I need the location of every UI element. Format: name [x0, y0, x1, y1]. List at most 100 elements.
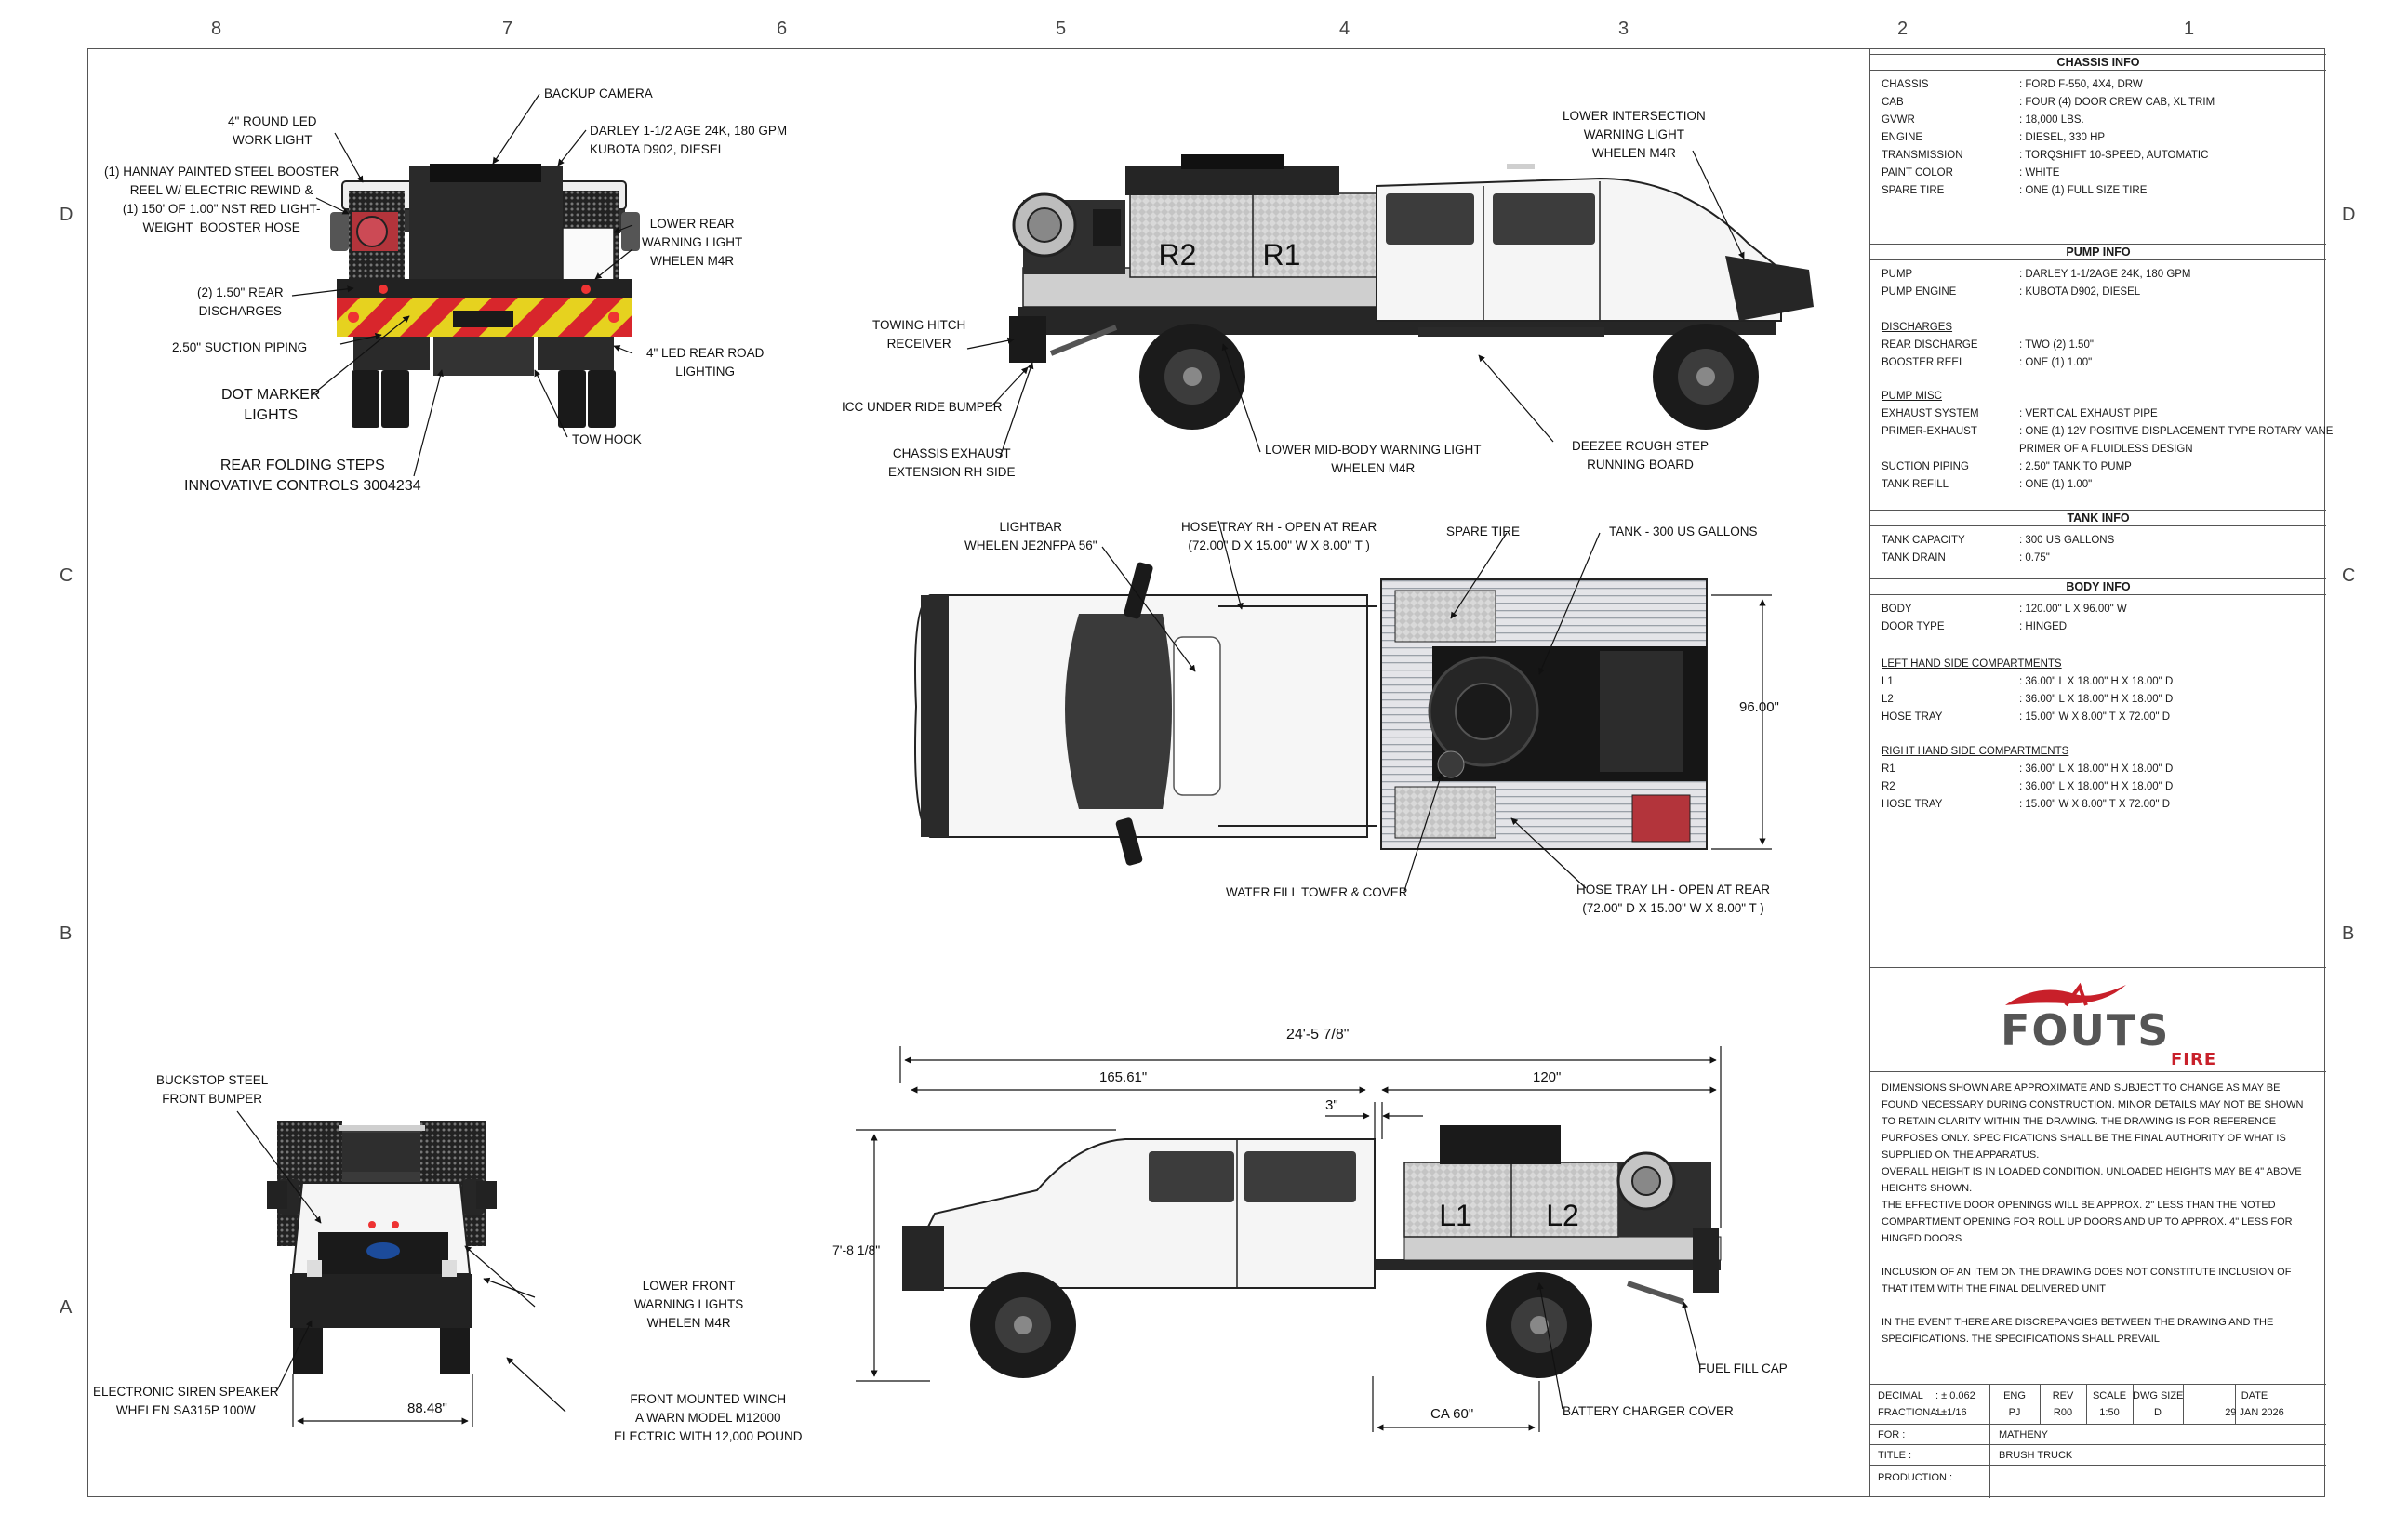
info-key: TANK CAPACITY [1882, 535, 1965, 546]
info-value: : TWO (2) 1.50" [2019, 339, 2094, 351]
title-block: DECIMAL : ± 0.062 FRACTIONAL : ±1/16 ENG… [1870, 1384, 2326, 1498]
label-winch: FRONT MOUNTED WINCH A WARN MODEL M12000 … [614, 1392, 803, 1443]
drawing-canvas: R2 R1 [236, 93, 1814, 1432]
rh-compartments-subheader: RIGHT HAND SIDE COMPARTMENTS [1882, 746, 2069, 757]
zone-marker-top: 3 [1618, 19, 1629, 39]
info-key: L1 [1882, 676, 1894, 687]
info-value: : TORQSHIFT 10-SPEED, AUTOMATIC [2019, 150, 2209, 161]
dwg-size-value: D [2154, 1407, 2162, 1418]
info-value: : ONE (1) 1.00" [2019, 357, 2093, 368]
info-key: PUMP ENGINE [1882, 286, 1957, 298]
svg-text:L2: L2 [1546, 1199, 1579, 1232]
zone-marker-left: C [60, 565, 73, 586]
label-fuel-fill: FUEL FILL CAP [1698, 1361, 1788, 1375]
info-row: SUCTION PIPING: 2.50" TANK TO PUMP [1882, 460, 2132, 473]
info-value: : 36.00" L X 18.00" H X 18.00" D [2019, 676, 2174, 687]
scale-value: 1:50 [2099, 1407, 2120, 1418]
info-row: CHASSIS : FORD F-550, 4X4, DRW [1882, 78, 2143, 91]
info-key: CAB [1882, 97, 1904, 108]
info-row: REAR DISCHARGE: TWO (2) 1.50" [1882, 339, 2094, 352]
lh-compartment-l2-text: L2 [1546, 1199, 1579, 1232]
label-tank: TANK - 300 US GALLONS [1609, 524, 1758, 538]
pump-misc-subheader: PUMP MISC [1882, 391, 1942, 402]
info-key: CHASSIS [1882, 79, 1929, 90]
zone-marker-left: D [60, 205, 73, 225]
eng-header: ENG [2003, 1390, 2026, 1401]
decimal-value: : ± 0.062 [1935, 1390, 1975, 1401]
info-row: TANK REFILL: ONE (1) 1.00" [1882, 478, 2092, 491]
info-row: R2 : 36.00" L X 18.00" H X 18.00" D [1882, 780, 2173, 793]
info-key: R1 [1882, 763, 1895, 775]
label-siren-speaker: ELECTRONIC SIREN SPEAKER WHELEN SA315P 1… [93, 1385, 279, 1417]
info-row: GVWR: 18,000 LBS. [1882, 113, 2084, 126]
tank-info-header: TANK INFO [1870, 510, 2326, 526]
info-key: L2 [1882, 694, 1894, 705]
info-key: DOOR TYPE [1882, 621, 1945, 632]
lh-compartments-subheader: LEFT HAND SIDE COMPARTMENTS [1882, 658, 2062, 670]
label-backup-camera: BACKUP CAMERA [544, 86, 653, 100]
zone-marker-top: 7 [502, 19, 513, 39]
production-label: PRODUCTION : [1878, 1472, 1953, 1483]
zone-marker-top: 5 [1056, 19, 1067, 39]
info-row: DOOR TYPE: HINGED [1882, 620, 2067, 633]
scale-header: SCALE [2092, 1390, 2127, 1401]
dim-body-width: 96.00" [1739, 699, 1779, 715]
discharges-subheader: DISCHARGES [1882, 322, 1953, 333]
label-hose-tray-rh: HOSE TRAY RH - OPEN AT REAR (72.00" D X … [1181, 520, 1377, 552]
front-view-drawing [267, 1121, 497, 1374]
label-road-lighting: 4" LED REAR ROAD LIGHTING [646, 346, 765, 378]
label-towing-hitch: TOWING HITCH RECEIVER [872, 318, 966, 351]
logo-area: FOUTS FIRE [1870, 967, 2326, 1072]
info-key: TANK REFILL [1882, 479, 1949, 490]
info-row: PRIMER-EXHAUST: ONE (1) 12V POSITIVE DIS… [1882, 425, 2333, 438]
info-key: SPARE TIRE [1882, 185, 1945, 196]
dim-overall-length: 24'-5 7/8" [1286, 1027, 1350, 1042]
info-row: R1 : 36.00" L X 18.00" H X 18.00" D [1882, 763, 2173, 776]
label-suction-piping: 2.50" SUCTION PIPING [172, 340, 308, 354]
info-value: : 36.00" L X 18.00" H X 18.00" D [2019, 763, 2174, 775]
info-key: R2 [1882, 781, 1895, 792]
info-value: : DARLEY 1-1/2AGE 24K, 180 GPM [2019, 269, 2191, 280]
info-row: PRIMER OF A FLUIDLESS DESIGN [1882, 443, 2193, 456]
notes-text: DIMENSIONS SHOWN ARE APPROXIMATE AND SUB… [1882, 1080, 2319, 1364]
zone-marker-top: 1 [2184, 19, 2195, 39]
info-row: TANK DRAIN: 0.75" [1882, 551, 2050, 564]
label-hose-tray-lh: HOSE TRAY LH - OPEN AT REAR (72.00" D X … [1576, 883, 1771, 915]
info-value: : WHITE [2019, 167, 2060, 179]
flame-logo-icon [2005, 982, 2126, 1007]
fractional-value: : ±1/16 [1935, 1407, 1967, 1418]
label-battery-charger: BATTERY CHARGER COVER [1563, 1404, 1734, 1418]
info-value: : FORD F-550, 4X4, DRW [2019, 79, 2143, 90]
zone-marker-top: 6 [777, 19, 788, 39]
info-value: : 120.00" L X 96.00" W [2019, 604, 2127, 615]
info-value: : ONE (1) FULL SIZE TIRE [2019, 185, 2148, 196]
label-front-bumper: BUCKSTOP STEEL FRONT BUMPER [156, 1073, 269, 1106]
lh-side-view-drawing [902, 1125, 1722, 1378]
info-row: HOSE TRAY: 15.00" W X 8.00" T X 72.00" D [1882, 798, 2170, 811]
info-row: HOSE TRAY: 15.00" W X 8.00" T X 72.00" D [1882, 710, 2170, 724]
zone-marker-top: 4 [1339, 19, 1350, 39]
note-2: INCLUSION OF AN ITEM ON THE DRAWING DOES… [1882, 1267, 2292, 1294]
pump-info-header: PUMP INFO [1870, 244, 2326, 260]
info-row: EXHAUST SYSTEM: VERTICAL EXHAUST PIPE [1882, 407, 2158, 420]
info-row: BODY : 120.00" L X 96.00" W [1882, 603, 2127, 616]
info-value: : 300 US GALLONS [2019, 535, 2115, 546]
svg-text:L1: L1 [1439, 1199, 1472, 1232]
info-key: BODY [1882, 604, 1912, 615]
info-row: ENGINE: DIESEL, 330 HP [1882, 131, 2105, 144]
rh-side-view-drawing [1009, 154, 1814, 430]
info-value: : 36.00" L X 18.00" H X 18.00" D [2019, 781, 2174, 792]
label-water-fill: WATER FILL TOWER & COVER [1226, 885, 1408, 899]
info-value: : FOUR (4) DOOR CREW CAB, XL TRIM [2019, 97, 2215, 108]
info-value: : 18,000 LBS. [2019, 114, 2084, 126]
label-lightbar: LIGHTBAR WHELEN JE2NFPA 56" [964, 520, 1097, 552]
label-pump: DARLEY 1-1/2 AGE 24K, 180 GPM KUBOTA D90… [590, 124, 788, 156]
label-running-board: DEEZEE ROUGH STEP RUNNING BOARD [1572, 439, 1709, 471]
for-label: FOR : [1878, 1429, 1906, 1440]
rear-view-drawing [330, 164, 640, 428]
zone-marker-right: D [2342, 205, 2356, 225]
svg-text:R1: R1 [1263, 238, 1301, 272]
label-folding-steps: REAR FOLDING STEPS INNOVATIVE CONTROLS 3… [184, 458, 421, 494]
rh-compartment-r2-text: R2 [1159, 238, 1197, 272]
notes-area: DIMENSIONS SHOWN ARE APPROXIMATE AND SUB… [1870, 1071, 2326, 1379]
